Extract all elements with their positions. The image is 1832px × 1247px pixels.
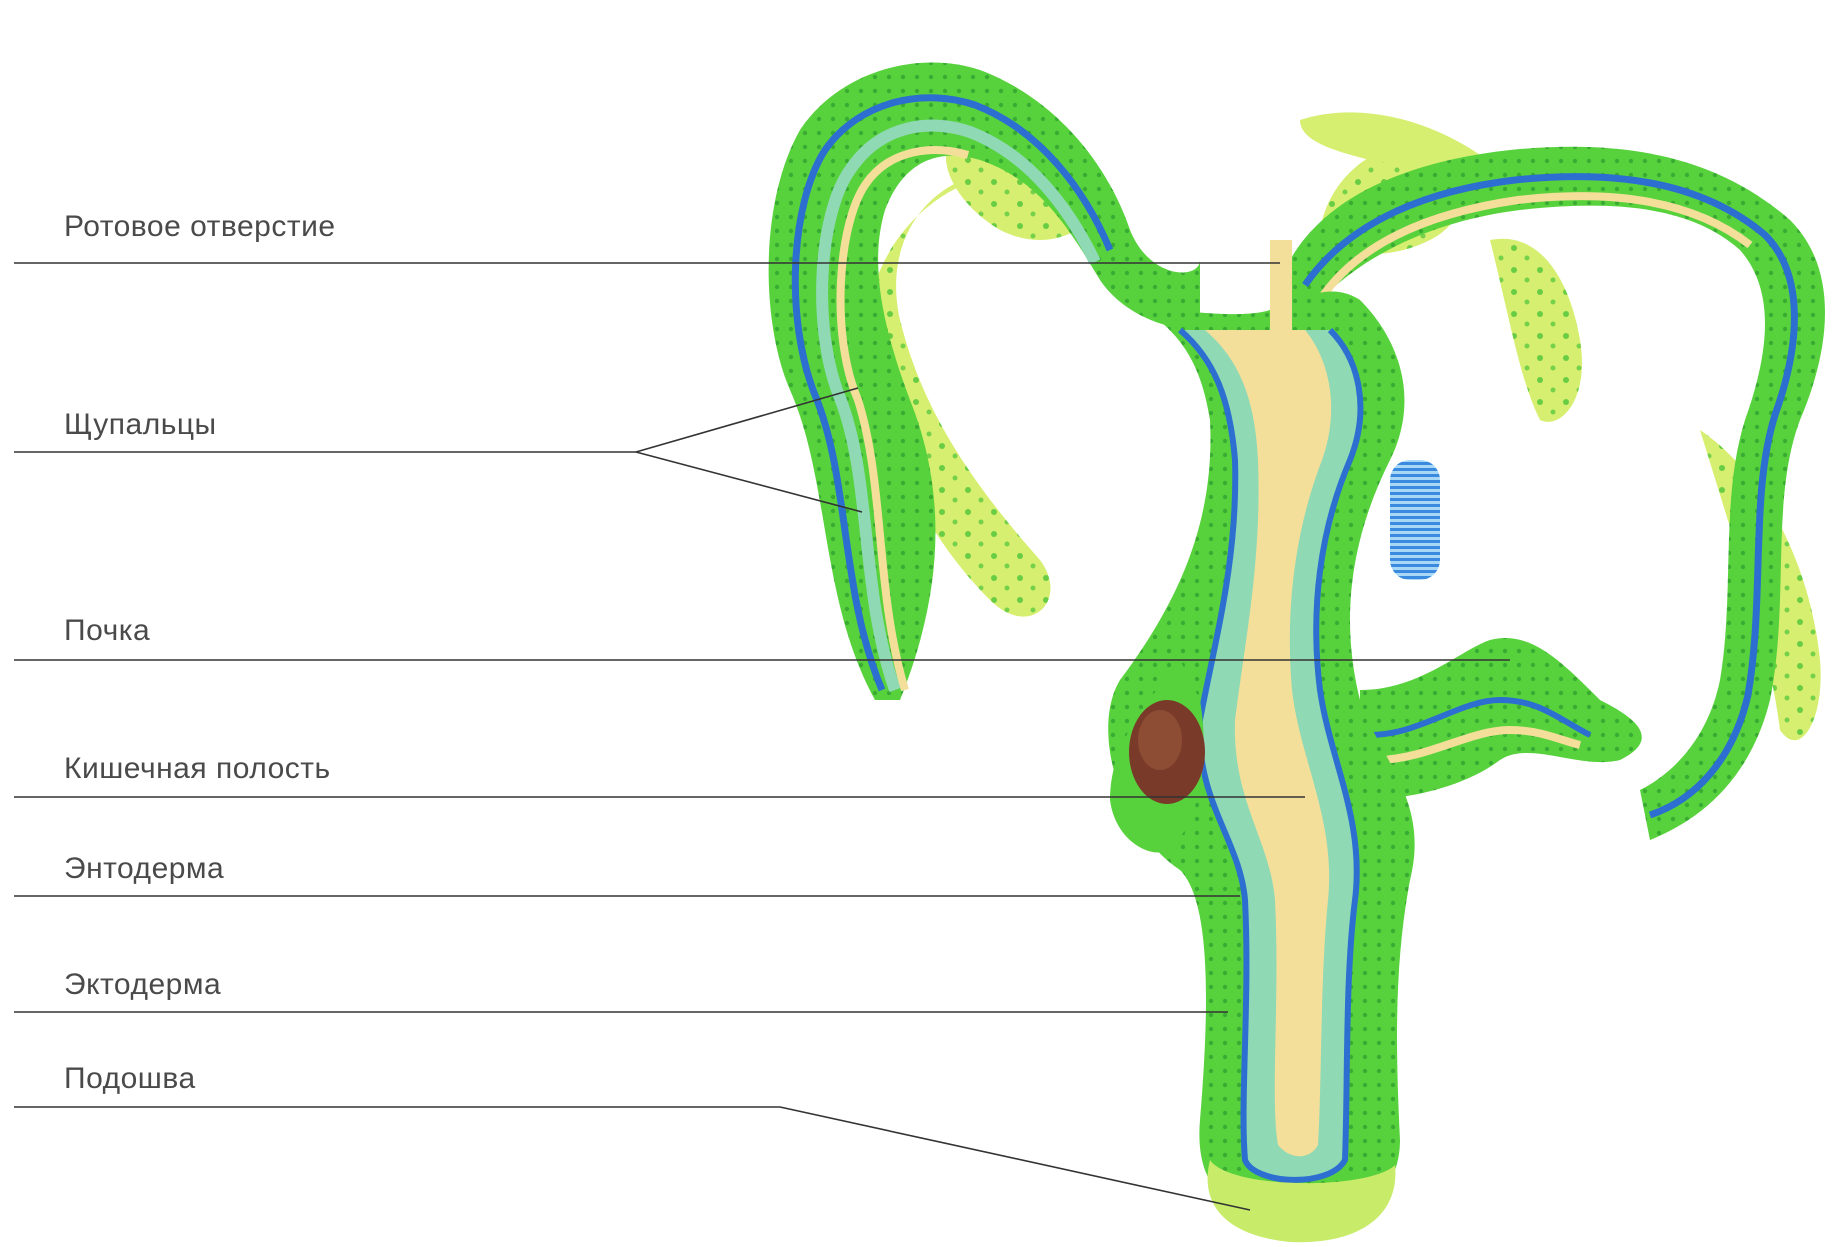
pointer-sole-diagonal xyxy=(780,1107,1250,1210)
mouth-gap xyxy=(1270,240,1292,330)
label-mouth: Ротовое отверстие xyxy=(64,210,336,244)
left-tentacle xyxy=(769,63,1200,701)
bud xyxy=(1360,638,1642,800)
label-ectoderm: Эктодерма xyxy=(64,968,221,1002)
label-bud: Почка xyxy=(64,614,150,648)
label-tentacles: Щупальцы xyxy=(64,408,217,442)
label-endoderm: Энтодерма xyxy=(64,852,224,886)
label-gut-cavity: Кишечная полость xyxy=(64,752,331,786)
label-sole: Подошва xyxy=(64,1062,196,1096)
